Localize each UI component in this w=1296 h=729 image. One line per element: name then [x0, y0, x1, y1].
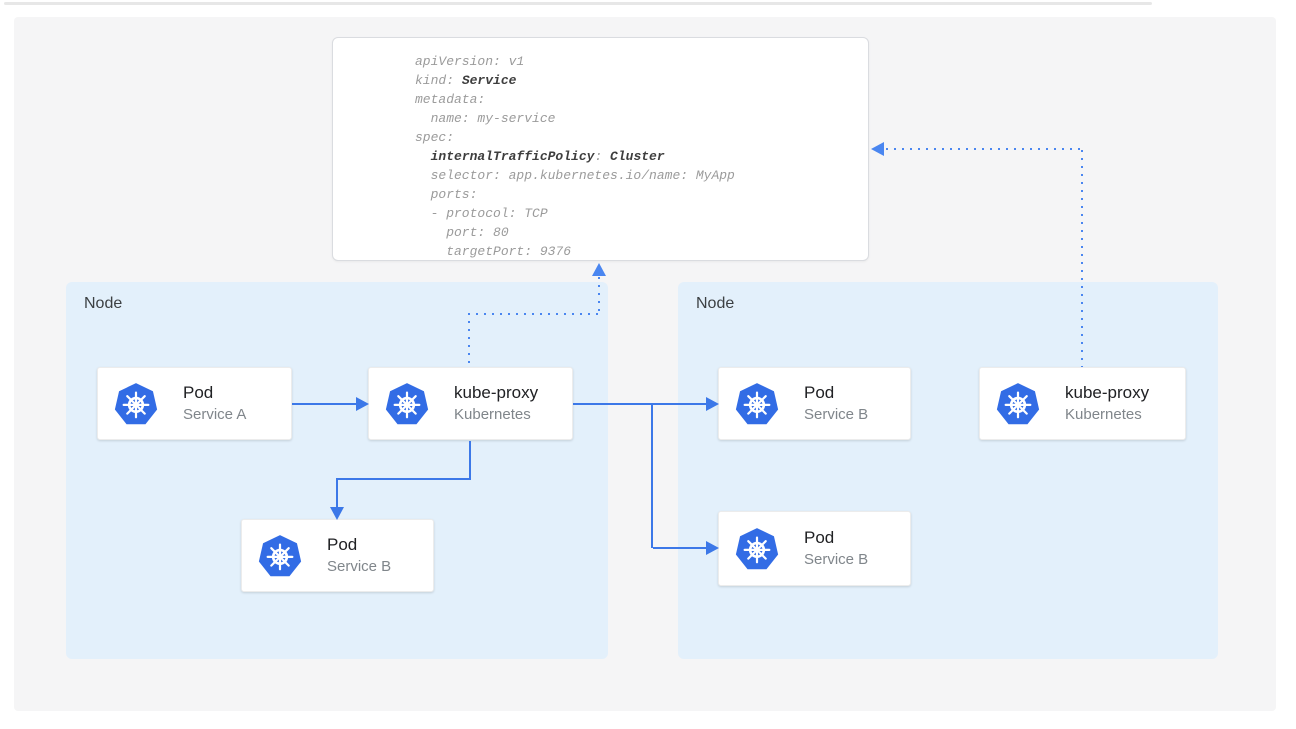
dotted-kube-proxy-left-to-yaml-v2 — [598, 277, 600, 315]
card-title: Pod — [327, 535, 358, 554]
arrow-kube-proxy-to-pod-b-left-v1 — [469, 441, 471, 480]
card-subtitle: Service B — [327, 558, 392, 575]
arrow-kube-proxy-to-pod-b-right-bottom-h — [653, 547, 706, 549]
arrow-kube-proxy-to-pod-b-left-v2 — [336, 480, 338, 508]
arrow-kube-proxy-to-pod-b-right-top-line — [573, 403, 706, 405]
card-subtitle: Service B — [804, 551, 869, 568]
dotted-kube-proxy-right-to-yaml-v — [1081, 150, 1083, 367]
dotted-kube-proxy-right-to-yaml-h — [886, 148, 1082, 150]
card-title: Pod — [804, 383, 835, 402]
dotted-kube-proxy-left-to-yaml-v1 — [468, 313, 470, 366]
kubernetes-icon — [735, 527, 779, 571]
arrow-pod-a-to-kube-proxy-line — [292, 403, 356, 405]
pod-card-service-b-left: Pod Service B — [241, 519, 434, 592]
arrow-kube-proxy-to-pod-b-left-head — [330, 507, 344, 520]
arrow-kube-proxy-to-pod-b-left-h — [336, 478, 471, 480]
kubernetes-icon — [385, 382, 429, 426]
node-label: Node — [696, 295, 735, 312]
kubernetes-icon — [996, 382, 1040, 426]
node-label: Node — [84, 295, 123, 312]
pod-card-service-b-right-top: Pod Service B — [718, 367, 911, 440]
yaml-line-4: spec: — [415, 130, 455, 145]
kubernetes-icon — [114, 382, 158, 426]
yaml-line-8: - protocol: TCP — [415, 206, 548, 221]
yaml-line-5: internalTrafficPolicy: Cluster — [430, 149, 665, 164]
card-subtitle: Service A — [183, 406, 247, 423]
arrow-pod-a-to-kube-proxy-head — [356, 397, 369, 411]
yaml-line-1: kind: Service — [415, 73, 517, 88]
service-yaml-card: apiVersion: v1 kind: Service metadata: n… — [332, 37, 869, 261]
dotted-kube-proxy-left-to-yaml-h — [468, 313, 601, 315]
yaml-line-2: metadata: — [415, 92, 486, 107]
pod-card-service-a: Pod Service A — [97, 367, 292, 440]
dotted-kube-proxy-left-to-yaml-head — [592, 263, 606, 276]
yaml-line-10: targetPort: 9376 — [415, 244, 572, 259]
kubernetes-icon — [735, 382, 779, 426]
yaml-line-7: ports: — [415, 187, 478, 202]
arrow-kube-proxy-to-pod-b-right-bottom-v — [651, 403, 653, 548]
yaml-line-6: selector: app.kubernetes.io/name: MyApp — [415, 168, 735, 183]
kubernetes-icon — [258, 534, 302, 578]
pod-card-service-b-right-bottom: Pod Service B — [718, 511, 911, 586]
kube-proxy-card-right: kube-proxy Kubernetes — [979, 367, 1186, 440]
dotted-kube-proxy-right-to-yaml-head — [871, 142, 884, 156]
node-box-right: Node — [678, 282, 1218, 659]
yaml-line-0: apiVersion: v1 — [415, 54, 525, 69]
node-box-left: Node — [66, 282, 608, 659]
yaml-line-3: name: my-service — [415, 111, 556, 126]
arrow-kube-proxy-to-pod-b-right-bottom-head — [706, 541, 719, 555]
yaml-line-9: port: 80 — [415, 225, 509, 240]
card-title: kube-proxy — [454, 383, 539, 402]
card-title: Pod — [804, 528, 835, 547]
arrow-kube-proxy-to-pod-b-right-top-head — [706, 397, 719, 411]
card-subtitle: Kubernetes — [454, 406, 531, 423]
card-subtitle: Service B — [804, 406, 869, 423]
card-title: kube-proxy — [1065, 383, 1150, 402]
kube-proxy-card-left: kube-proxy Kubernetes — [368, 367, 573, 440]
top-divider-line — [4, 2, 1152, 5]
card-subtitle: Kubernetes — [1065, 406, 1142, 423]
card-title: Pod — [183, 383, 214, 402]
